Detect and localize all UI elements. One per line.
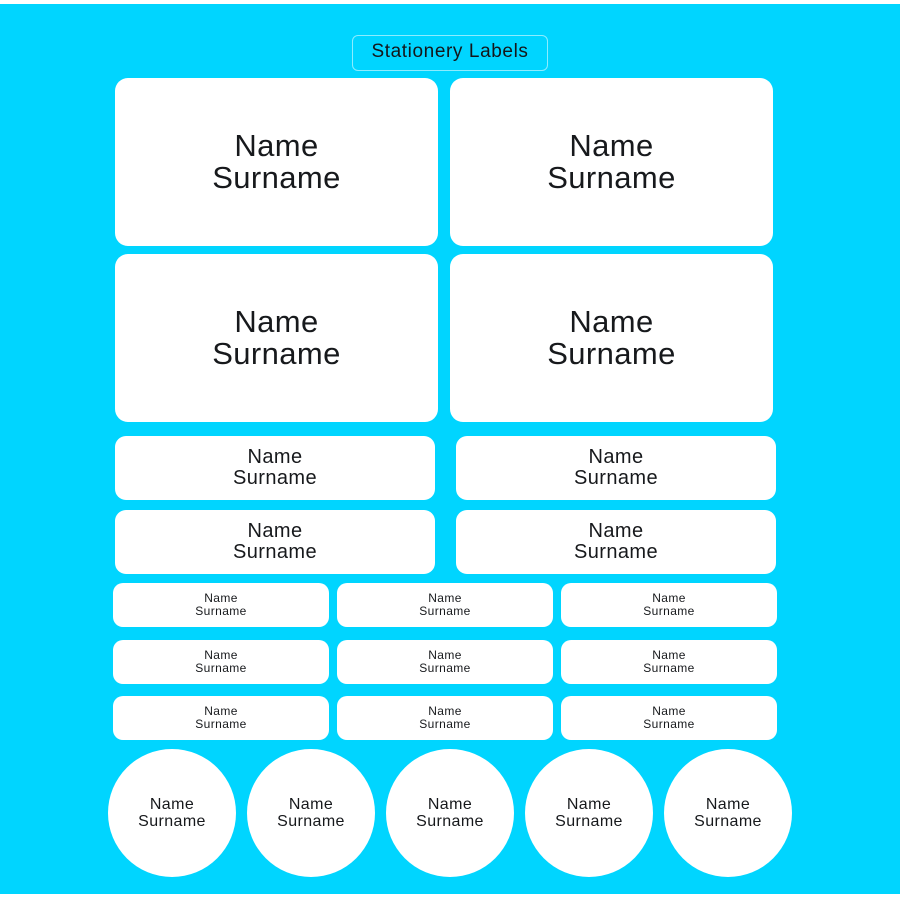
label-surname-line: Surname [138,813,206,830]
label-surname-line: Surname [574,541,658,563]
label-surname-line: Surname [547,336,676,371]
label-surname-line: Surname [419,661,471,675]
label-name-line: Name [652,591,686,606]
label-surname-line: Surname [195,661,247,675]
page-title-box: Stationery Labels [352,35,548,71]
label-name-line: Name [652,648,686,663]
label-surname-line: Surname [555,813,623,830]
label-name-line: Name [204,648,238,663]
label-name-line: Name [566,795,612,813]
label-name-line: Name [588,446,644,468]
label-surname-line: Surname [195,604,247,618]
label-surname-line: Surname [694,813,762,830]
label-name-line: Name [204,704,238,719]
label-surname-line: Surname [643,717,695,731]
label-name-line: Name [427,795,473,813]
label-name-line: Name [428,591,462,606]
label-surname-line: Surname [419,604,471,618]
label-name-line: Name [569,304,654,340]
label-name-line: Name [247,446,303,468]
label-surname-line: Surname [212,160,341,195]
page-title-container: Stationery Labels [0,35,900,71]
label-name-line: Name [428,704,462,719]
label-name-line: Name [569,128,654,164]
label-surname-line: Surname [277,813,345,830]
label-surname-line: Surname [643,604,695,618]
label-surname-line: Surname [547,160,676,195]
page-title: Stationery Labels [371,41,529,62]
label-surname-line: Surname [233,541,317,563]
label-name-line: Name [705,795,751,813]
label-name-line: Name [247,520,303,542]
label-name-line: Name [428,648,462,663]
label-name-line: Name [234,304,319,340]
label-surname-line: Surname [416,813,484,830]
label-name-line: Name [149,795,195,813]
label-surname-line: Surname [212,336,341,371]
label-name-line: Name [288,795,334,813]
label-name-line: Name [234,128,319,164]
label-surname-line: Surname [643,661,695,675]
label-name-line: Name [652,704,686,719]
label-name-line: Name [588,520,644,542]
label-surname-line: Surname [195,717,247,731]
label-surname-line: Surname [419,717,471,731]
label-name-line: Name [204,591,238,606]
label-surname-line: Surname [574,467,658,489]
label-surname-line: Surname [233,467,317,489]
